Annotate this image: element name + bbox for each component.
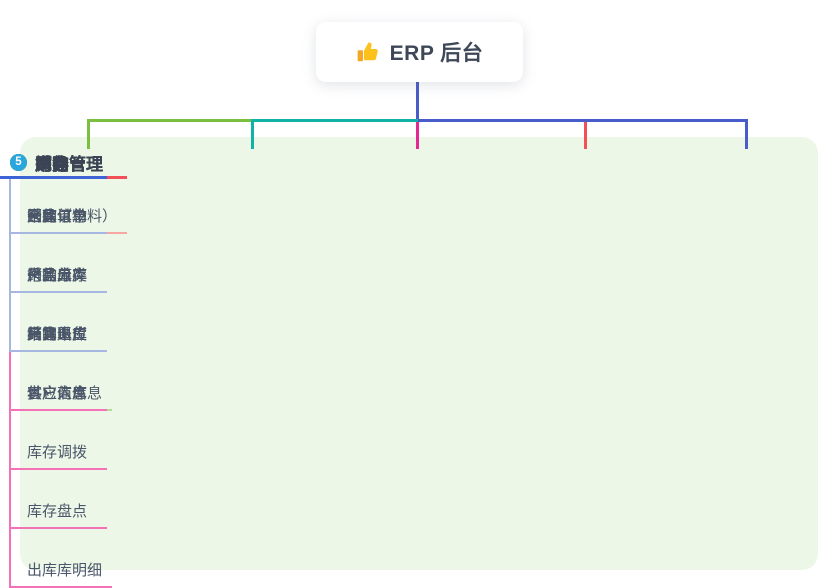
child-label: 付款单 bbox=[27, 267, 73, 284]
child-node[interactable]: 结算账户 bbox=[11, 293, 107, 352]
child-label: 采购订单 bbox=[27, 208, 88, 225]
child-label: 销售订单 bbox=[27, 208, 88, 225]
child-label: 产品分类 bbox=[27, 267, 88, 284]
child-label: 回款单 bbox=[27, 208, 73, 225]
drop-line-branch-2 bbox=[251, 119, 254, 149]
child-label: 采购退货 bbox=[27, 326, 88, 343]
child-node[interactable]: 其它入库 bbox=[11, 352, 107, 411]
rail-segment-teal bbox=[253, 119, 418, 122]
rail-segment-green bbox=[87, 119, 254, 122]
branch-children: 仓库信息产品库存其它出库其它入库库存调拨库存盘点出库库明细 bbox=[9, 179, 113, 588]
child-label: 产品单位 bbox=[27, 326, 88, 343]
child-label: 产品（物料） bbox=[27, 208, 118, 225]
rail-segment-blue bbox=[418, 119, 748, 122]
drop-line-branch-5 bbox=[745, 119, 748, 149]
child-node[interactable]: 库存调拨 bbox=[11, 411, 107, 470]
branches-background-panel bbox=[20, 137, 818, 570]
branch-number-badge: 5 bbox=[10, 154, 27, 171]
child-label: 出库库明细 bbox=[27, 562, 103, 579]
branch-label: 销售管理 bbox=[35, 155, 103, 174]
root-node-title: ERP 后台 bbox=[389, 42, 484, 65]
child-label: 库存调拨 bbox=[27, 444, 88, 461]
root-node[interactable]: ERP 后台 bbox=[316, 22, 523, 82]
branch-label: 采购管理 bbox=[35, 155, 103, 174]
drop-line-branch-3 bbox=[416, 122, 419, 149]
thumbs-up-icon bbox=[357, 42, 378, 62]
child-label: 其它出库 bbox=[27, 326, 88, 343]
child-label: 供应商信息 bbox=[27, 385, 103, 402]
root-connector-line bbox=[416, 80, 419, 119]
branch-children: 回款单付款单结算账户 bbox=[9, 179, 107, 352]
child-label: 仓库信息 bbox=[27, 208, 88, 225]
branch-label: 库存管理 bbox=[35, 155, 103, 174]
branch-label: 产品管理 bbox=[35, 155, 103, 174]
child-label: 其它入库 bbox=[27, 385, 88, 402]
child-label: 产品库存 bbox=[27, 267, 88, 284]
branch-header-node[interactable]: 5 财务管理 bbox=[0, 149, 107, 179]
child-label: 采购入库 bbox=[27, 267, 88, 284]
child-node[interactable]: 回款单 bbox=[11, 179, 107, 234]
child-node[interactable]: 库存盘点 bbox=[11, 470, 107, 529]
branch-label: 财务管理 bbox=[35, 155, 103, 174]
child-label: 销售退货 bbox=[27, 326, 88, 343]
child-node[interactable]: 出库库明细 bbox=[11, 529, 113, 588]
child-node[interactable]: 付款单 bbox=[11, 234, 107, 293]
branch-5: 5 财务管理 回款单付款单结算账户 bbox=[0, 149, 107, 352]
child-label: 结算账户 bbox=[27, 326, 88, 343]
drop-line-branch-1 bbox=[87, 119, 90, 149]
drop-line-branch-4 bbox=[584, 122, 587, 149]
child-label: 销售出库 bbox=[27, 267, 88, 284]
child-label: 客户信息 bbox=[27, 385, 88, 402]
child-label: 库存盘点 bbox=[27, 503, 88, 520]
